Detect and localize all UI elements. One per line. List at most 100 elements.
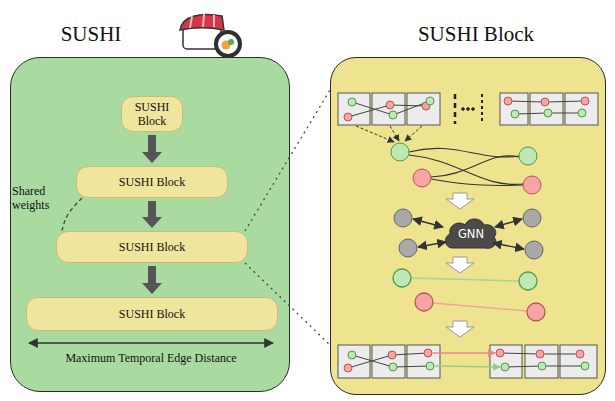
detections-top bbox=[386, 101, 394, 109]
frame-gap-marks bbox=[462, 108, 465, 111]
detections-bottom bbox=[576, 350, 584, 358]
graph-nodes bbox=[391, 143, 409, 161]
frame-gap-marks bbox=[481, 94, 483, 124]
panel-title: SUSHI bbox=[11, 22, 171, 46]
detections-top bbox=[348, 98, 356, 106]
detections-top bbox=[389, 111, 397, 119]
block-label: SUSHI Block bbox=[129, 100, 175, 128]
flow-arrow bbox=[142, 135, 162, 163]
detections-bottom bbox=[344, 364, 352, 372]
sushi-block: SUSHI Block bbox=[26, 297, 278, 331]
linked-tracks bbox=[433, 353, 500, 367]
detections-top bbox=[344, 97, 589, 121]
linked-tracks bbox=[433, 352, 495, 353]
result-links bbox=[393, 269, 411, 287]
result-links bbox=[433, 303, 527, 311]
graph-edges bbox=[431, 179, 523, 185]
result-links bbox=[411, 278, 519, 281]
detections-bottom bbox=[389, 363, 397, 371]
merge-arrows bbox=[356, 126, 394, 142]
sushi-icon bbox=[180, 14, 242, 58]
sushi-block: SUSHI Block bbox=[76, 166, 228, 198]
track-lines bbox=[348, 101, 585, 117]
axis-label: Maximum Temporal Edge Distance bbox=[25, 351, 277, 365]
frame-gap-marks bbox=[472, 108, 475, 111]
frame-gap-marks bbox=[454, 94, 457, 124]
gnn-nodes bbox=[525, 241, 543, 259]
gnn-cloud: GNN bbox=[443, 217, 499, 251]
detections-top bbox=[511, 110, 519, 118]
merge-arrows bbox=[405, 126, 422, 141]
result-links bbox=[415, 293, 433, 311]
sushi-block: SUSHI Block bbox=[121, 96, 183, 132]
block-label: SUSHI Block bbox=[119, 307, 185, 321]
shared-weights-link bbox=[62, 198, 82, 231]
step-arrows bbox=[446, 193, 474, 337]
detections-bottom bbox=[426, 362, 434, 370]
detections-bottom bbox=[344, 349, 589, 372]
step-arrows bbox=[446, 257, 474, 273]
gnn-nodes bbox=[394, 209, 543, 259]
result-links bbox=[393, 269, 545, 321]
zoom-leader bbox=[245, 263, 330, 345]
message-arrows bbox=[413, 219, 524, 249]
gnn-label: GNN bbox=[458, 227, 484, 241]
detections-top bbox=[578, 109, 586, 117]
step-arrows bbox=[446, 193, 474, 209]
zoom-leader bbox=[245, 90, 330, 231]
detections-bottom bbox=[536, 350, 544, 358]
graph-nodes bbox=[413, 169, 431, 187]
frame-row-bottom bbox=[338, 345, 597, 378]
block-label: SUSHI Block bbox=[119, 175, 185, 189]
linked-tracks bbox=[435, 366, 500, 367]
message-arrows bbox=[418, 242, 446, 247]
detections-bottom bbox=[496, 349, 504, 357]
sushi-icon bbox=[228, 39, 234, 45]
detections-bottom bbox=[538, 362, 546, 370]
frame-row-top bbox=[500, 93, 528, 125]
sushi-block: SUSHI Block bbox=[56, 231, 248, 263]
frame-row-top bbox=[407, 93, 440, 125]
frame-row-bottom bbox=[407, 345, 440, 378]
gnn-nodes bbox=[399, 239, 417, 257]
gnn-nodes bbox=[523, 209, 541, 227]
frame-row-top bbox=[565, 93, 598, 125]
sushi-icon bbox=[218, 34, 238, 54]
cloud-outline bbox=[445, 219, 495, 248]
graph-nodes bbox=[391, 143, 541, 194]
detections-top bbox=[344, 113, 352, 121]
frame-row-bottom bbox=[490, 345, 522, 378]
detections-top bbox=[544, 109, 552, 117]
detections-top bbox=[541, 98, 549, 106]
detections-bottom bbox=[501, 363, 509, 371]
message-arrows bbox=[495, 219, 522, 227]
frame-row-top bbox=[338, 93, 598, 125]
graph-edges bbox=[431, 156, 519, 177]
frame-gap-marks bbox=[455, 94, 482, 124]
merge-arrows bbox=[390, 126, 399, 141]
edge-label: Shared weights bbox=[12, 184, 62, 212]
distance-arrow bbox=[29, 342, 273, 343]
graph-nodes bbox=[523, 176, 541, 194]
frame-row-bottom bbox=[560, 345, 597, 378]
merge-arrows bbox=[356, 126, 422, 142]
sushi-icon bbox=[214, 30, 242, 58]
frame-gap-marks bbox=[467, 108, 470, 111]
track-lines-bottom bbox=[348, 353, 585, 368]
gnn-nodes bbox=[394, 209, 412, 227]
distance-arrow bbox=[29, 343, 273, 344]
step-arrows bbox=[446, 321, 474, 337]
sushi-icon bbox=[180, 15, 224, 30]
block-label: SUSHI Block bbox=[119, 240, 185, 254]
result-links bbox=[527, 303, 545, 321]
frame-row-top bbox=[338, 93, 370, 125]
panel-title: SUSHI Block bbox=[331, 22, 607, 46]
message-arrows bbox=[493, 243, 524, 249]
flow-arrow bbox=[142, 266, 162, 294]
detections-bottom bbox=[424, 349, 432, 357]
detections-top bbox=[581, 97, 589, 105]
